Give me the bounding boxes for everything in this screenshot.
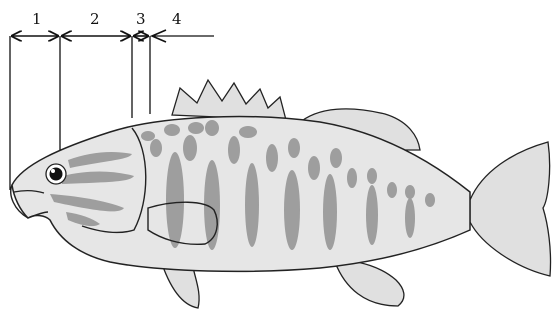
dimension-label-2: 2 xyxy=(90,10,100,28)
eye xyxy=(46,164,66,184)
anal-fin xyxy=(335,260,404,306)
dimension-label-1: 1 xyxy=(32,10,42,28)
caudal-fin xyxy=(470,142,551,276)
dimension-arrows xyxy=(12,30,166,42)
dorsal-fin-spiny xyxy=(172,80,286,120)
dimension-label-3: 3 xyxy=(136,10,146,28)
dimension-label-4: 4 xyxy=(172,10,182,28)
